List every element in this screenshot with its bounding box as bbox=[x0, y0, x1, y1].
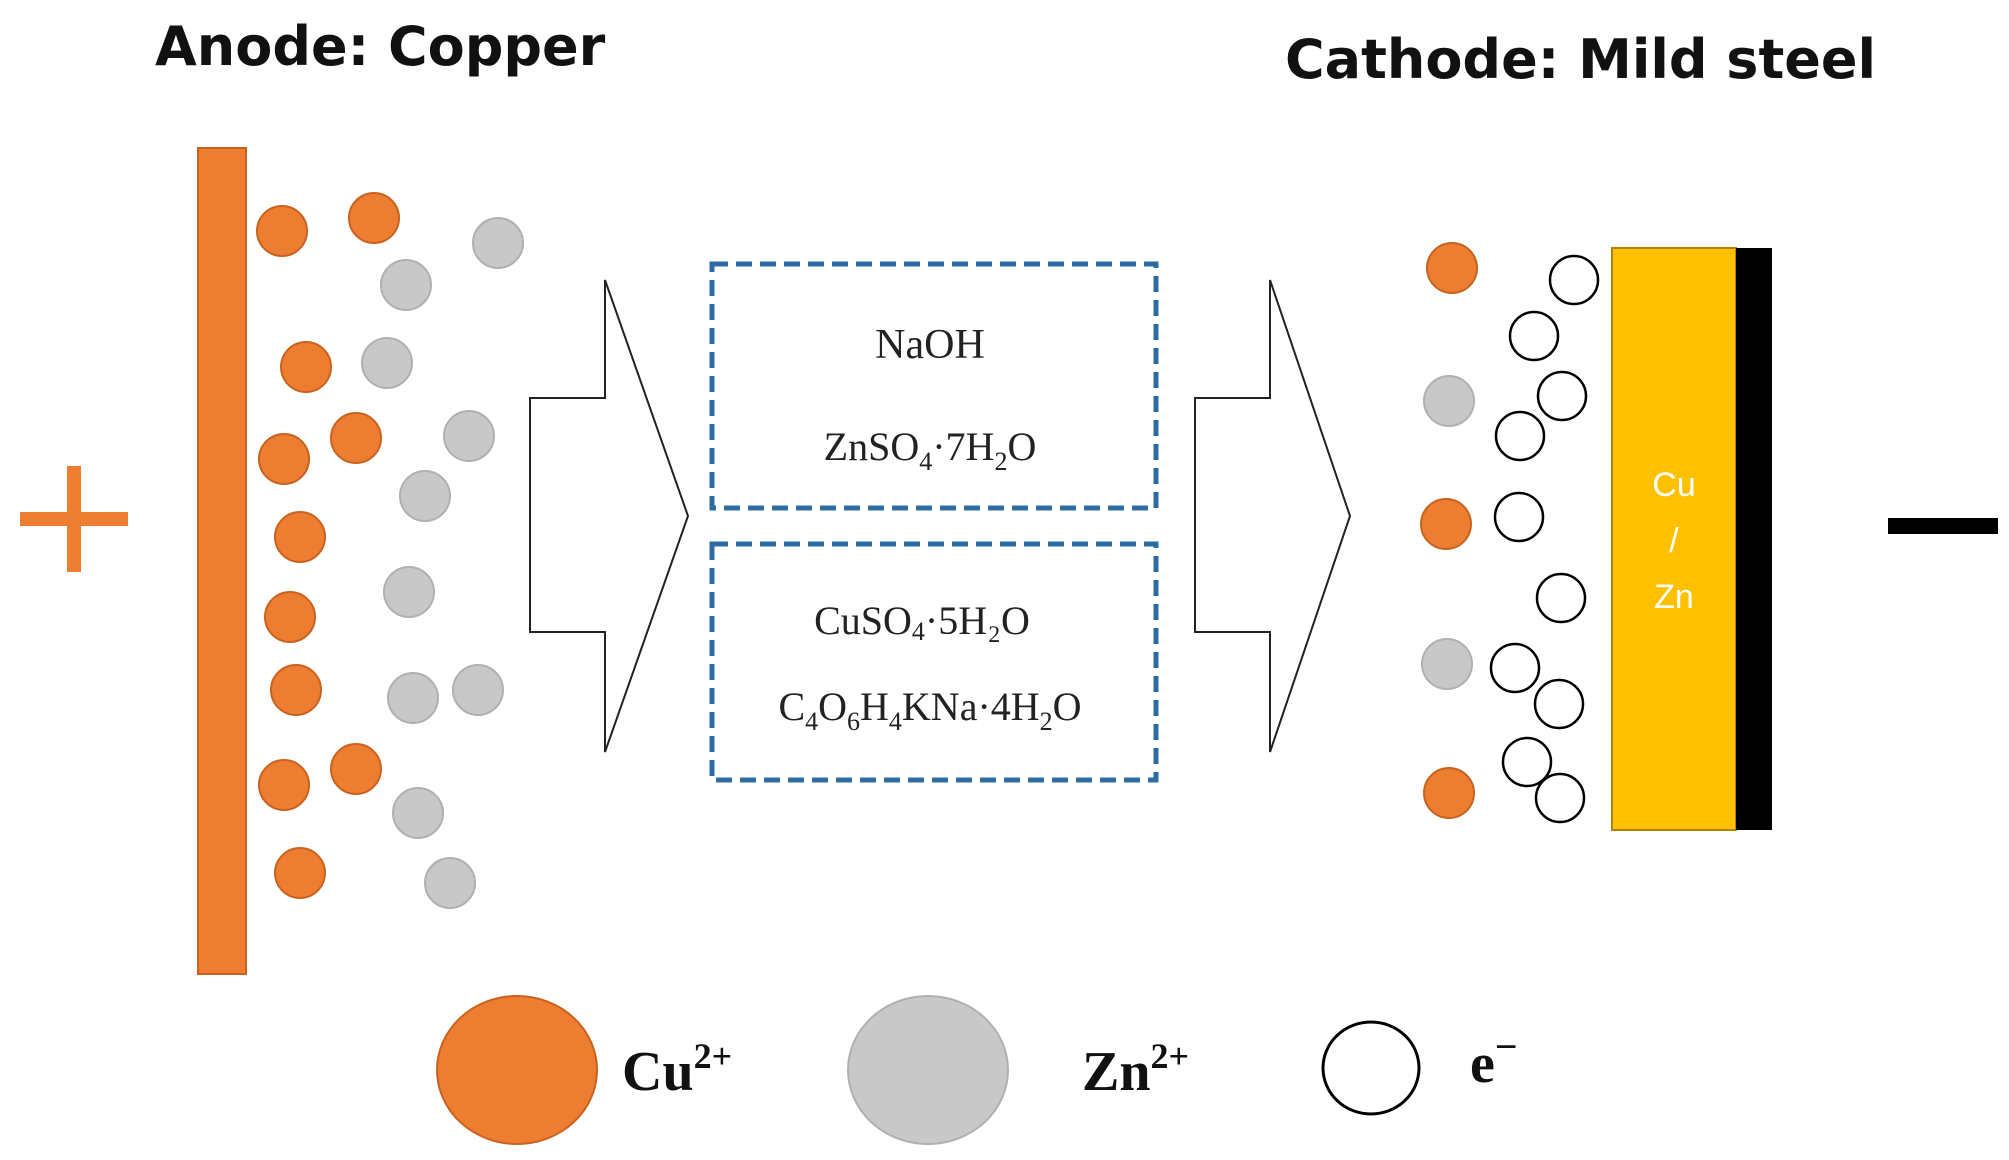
electron-icon bbox=[1533, 678, 1585, 730]
deposit-label-zn: Zn bbox=[1654, 578, 1694, 616]
cu-ion-icon bbox=[1420, 498, 1472, 550]
legend-cu-label: Cu2+ bbox=[622, 1036, 732, 1103]
bath-box-upper: NaOH ZnSO4·7H2O bbox=[709, 261, 1159, 511]
cu-ion-icon bbox=[280, 341, 332, 393]
electron-icon bbox=[1489, 642, 1541, 694]
znso4-formula: ZnSO4·7H2O bbox=[824, 424, 1037, 476]
deposit-label-slash: / bbox=[1669, 522, 1679, 560]
cuso4-formula: CuSO4·5H₂O bbox=[814, 598, 1030, 646]
legend-zn-ion-icon bbox=[847, 995, 1009, 1145]
cathode-ion-cloud bbox=[1420, 242, 1600, 824]
cu-ion-icon bbox=[1423, 767, 1475, 819]
legend-cu-ion-icon bbox=[436, 995, 598, 1145]
anode-heading: Anode: Copper bbox=[155, 15, 606, 78]
mild-steel-substrate bbox=[1736, 248, 1772, 830]
legend: Cu2+ Zn2+ e− bbox=[436, 995, 1518, 1145]
zn-ion-icon bbox=[1421, 638, 1473, 690]
cu-ion-icon bbox=[1426, 242, 1478, 294]
tartrate-formula: C4O6H4KNa·4H2O bbox=[778, 684, 1081, 736]
zn-ion-icon bbox=[424, 857, 476, 909]
electron-icon bbox=[1501, 736, 1553, 788]
electron-icon bbox=[1534, 772, 1586, 824]
zn-ion-icon bbox=[392, 787, 444, 839]
cu-ion-icon bbox=[274, 847, 326, 899]
positive-terminal-icon bbox=[20, 466, 128, 572]
legend-electron-label: e− bbox=[1470, 1024, 1518, 1095]
process-arrow-left bbox=[529, 279, 690, 753]
electron-icon bbox=[1536, 370, 1588, 422]
cathode-heading: Cathode: Mild steel bbox=[1285, 28, 1876, 91]
legend-electron-icon bbox=[1321, 1020, 1421, 1116]
zn-ion-icon bbox=[380, 259, 432, 311]
cu-zn-deposit-layer bbox=[1611, 247, 1737, 831]
cu-ion-icon bbox=[258, 433, 310, 485]
bath-box-lower: CuSO4·5H₂O C4O6H4KNa·4H2O bbox=[709, 541, 1159, 783]
electron-icon bbox=[1508, 310, 1560, 362]
zn-ion-icon bbox=[383, 566, 435, 618]
anode-copper-plate bbox=[197, 147, 247, 975]
zn-ion-icon bbox=[452, 664, 504, 716]
cu-ion-icon bbox=[274, 511, 326, 563]
cu-ion-icon bbox=[330, 743, 382, 795]
cu-ion-icon bbox=[348, 192, 400, 244]
zn-ion-icon bbox=[1423, 375, 1475, 427]
cu-ion-icon bbox=[270, 664, 322, 716]
zn-ion-icon bbox=[443, 410, 495, 462]
electron-icon bbox=[1535, 572, 1587, 624]
naoh-formula: NaOH bbox=[875, 322, 985, 368]
anode-ion-cloud bbox=[256, 192, 524, 909]
deposit-label-cu: Cu bbox=[1652, 466, 1695, 504]
electron-icon bbox=[1548, 254, 1600, 306]
electron-icon bbox=[1493, 491, 1545, 543]
legend-zn-label: Zn2+ bbox=[1082, 1036, 1189, 1103]
electron-icon bbox=[1494, 410, 1546, 462]
zn-ion-icon bbox=[399, 470, 451, 522]
cu-ion-icon bbox=[256, 205, 308, 257]
negative-terminal-icon bbox=[1888, 518, 1998, 534]
cu-ion-icon bbox=[330, 412, 382, 464]
process-arrow-right bbox=[1194, 279, 1352, 753]
zn-ion-icon bbox=[472, 217, 524, 269]
cu-ion-icon bbox=[264, 591, 316, 643]
cu-ion-icon bbox=[258, 759, 310, 811]
zn-ion-icon bbox=[361, 337, 413, 389]
zn-ion-icon bbox=[387, 672, 439, 724]
